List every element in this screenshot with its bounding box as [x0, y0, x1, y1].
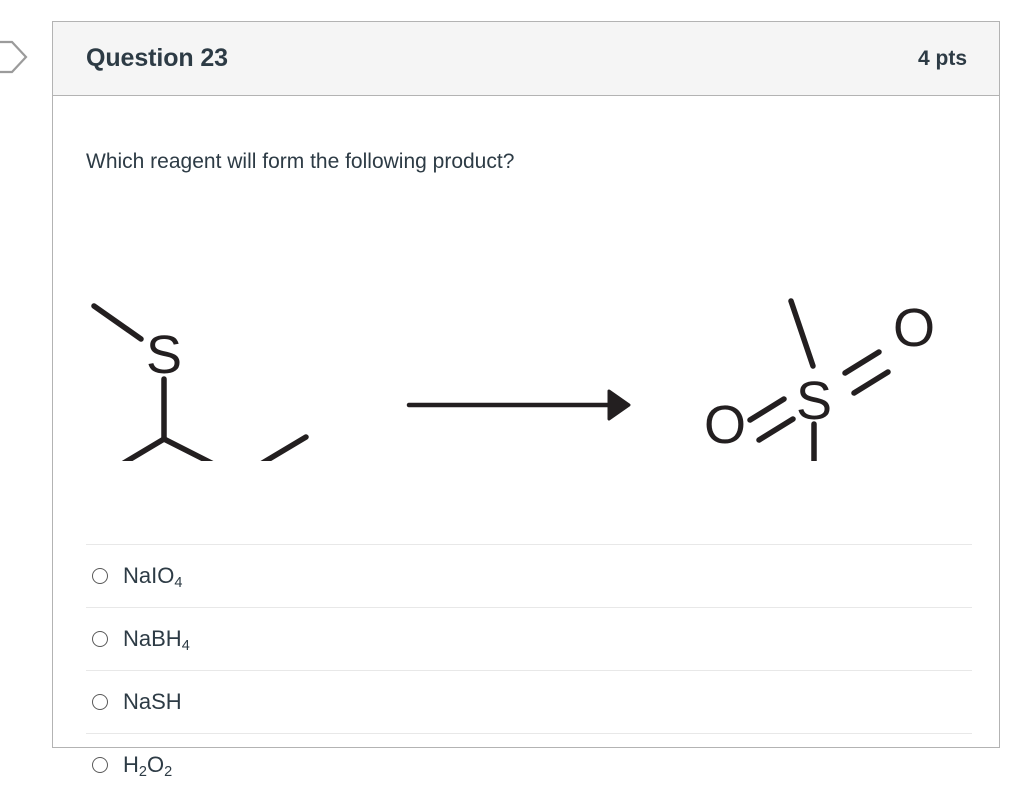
- answer-option-label-a: NaIO4: [123, 563, 183, 592]
- answer-option-row[interactable]: NaIO4: [86, 544, 972, 607]
- radio-button-option-b[interactable]: [92, 631, 108, 647]
- radio-button-option-c[interactable]: [92, 694, 108, 710]
- radio-button-option-d[interactable]: [92, 757, 108, 773]
- reaction-arrow-icon: [406, 389, 631, 421]
- question-points: 4 pts: [917, 46, 967, 70]
- answer-options-list: NaIO4 NaBH4 NaSH H2O2: [86, 544, 972, 796]
- answer-option-row[interactable]: NaBH4: [86, 607, 972, 670]
- flag-tag-icon[interactable]: [0, 40, 28, 74]
- atom-label-s-product: S: [796, 371, 832, 431]
- answer-option-row[interactable]: NaSH: [86, 670, 972, 733]
- reactant-structure: [91, 303, 309, 461]
- answer-option-label-c: NaSH: [123, 689, 182, 714]
- atom-label-o-product-top: O: [893, 298, 935, 358]
- question-page: Question 23 4 pts Which reagent will for…: [0, 21, 1000, 780]
- question-header: Question 23 4 pts: [53, 22, 999, 96]
- radio-button-option-a[interactable]: [92, 568, 108, 584]
- answer-option-label-b: NaBH4: [123, 626, 190, 655]
- answer-option-label-d: H2O2: [123, 752, 173, 781]
- question-title: Question 23: [86, 44, 228, 72]
- atom-label-s-reactant: S: [146, 325, 182, 385]
- question-card: Question 23 4 pts Which reagent will for…: [52, 21, 1000, 780]
- reaction-scheme: S S O O: [53, 211, 999, 461]
- product-structure: [747, 298, 891, 461]
- answer-option-row[interactable]: H2O2: [86, 733, 972, 796]
- question-prompt: Which reagent will form the following pr…: [86, 150, 515, 173]
- atom-label-o-product-left: O: [704, 395, 746, 455]
